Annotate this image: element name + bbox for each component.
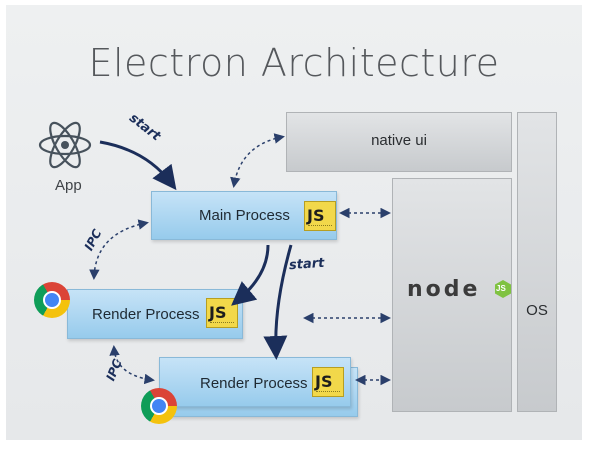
- connection-arrows: [89, 133, 391, 386]
- native-ui-label: native ui: [371, 132, 427, 149]
- node-logo: node JS: [407, 277, 511, 302]
- start-arrow-main-render1: [231, 244, 270, 306]
- ipc-arrow-render2: [109, 345, 155, 385]
- os-box: OS: [517, 112, 557, 412]
- app-label: App: [55, 177, 82, 194]
- node-box: [392, 178, 512, 412]
- ipc-arrow-native-main: [230, 133, 285, 188]
- start-label: start: [288, 255, 325, 274]
- render-process-box: Render Process JS: [159, 357, 351, 407]
- js-badge-label: JS: [209, 303, 227, 322]
- slide: Electron Architecture App native ui OS n…: [6, 5, 582, 440]
- js-badge: JS: [312, 367, 344, 397]
- chrome-icon: [34, 282, 70, 318]
- node-hex-icon: JS: [495, 280, 511, 298]
- main-process-label: Main Process: [199, 207, 290, 224]
- start-arrow-app-main: [99, 140, 177, 191]
- start-arrow-main-render2: [263, 244, 293, 360]
- render-process-box: Render Process JS: [67, 289, 243, 339]
- node-badge-label: JS: [496, 284, 506, 293]
- chrome-icon: [141, 388, 177, 424]
- page-title: Electron Architecture: [88, 41, 500, 85]
- ipc-arrow-main-render1: [89, 219, 149, 280]
- js-badge-label: JS: [307, 206, 325, 225]
- node-label: node: [407, 277, 481, 302]
- render-process-label: Render Process: [92, 306, 200, 323]
- os-label: OS: [526, 302, 548, 319]
- main-process-box: Main Process JS: [151, 191, 337, 240]
- render-process-label: Render Process: [200, 375, 308, 392]
- electron-atom-icon: [38, 121, 92, 169]
- native-ui-box: native ui: [286, 112, 512, 172]
- js-badge: JS: [304, 201, 336, 231]
- js-badge-label: JS: [315, 372, 333, 391]
